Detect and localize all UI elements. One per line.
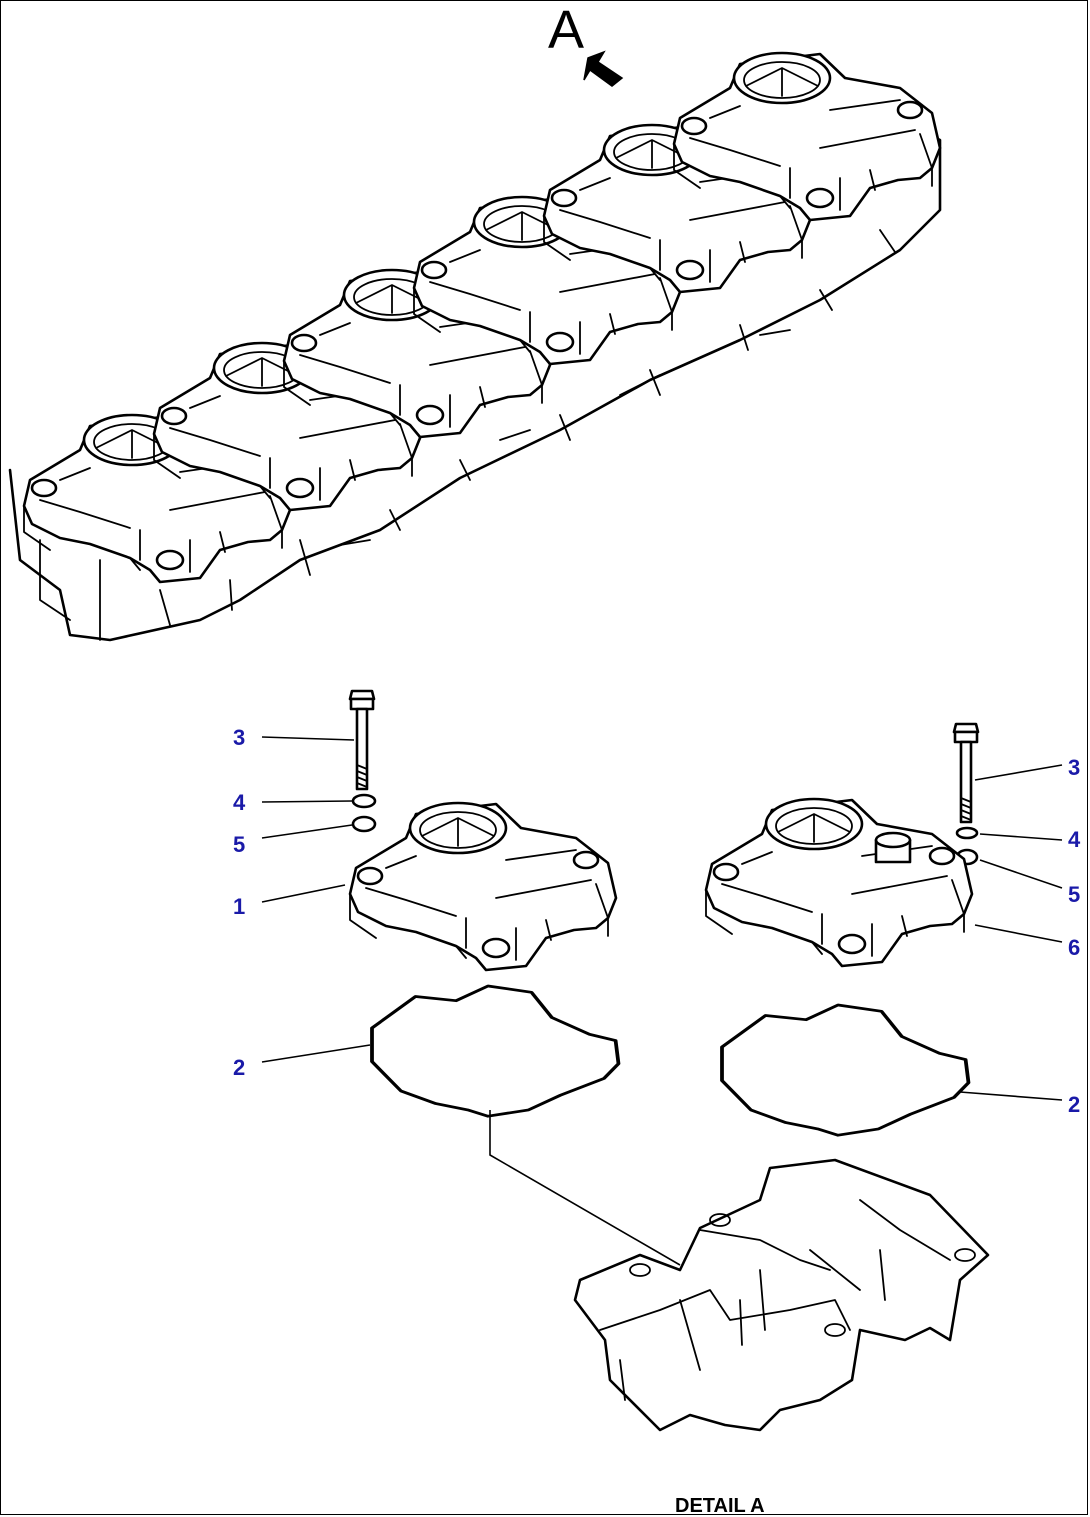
gasket-right — [720, 1003, 971, 1138]
callout-right-6: 6 — [1068, 935, 1080, 960]
bolt-right — [952, 722, 980, 824]
cover-left — [348, 801, 618, 972]
washer-left — [351, 793, 377, 809]
callout-left-2: 2 — [233, 1055, 245, 1080]
cover-right — [704, 797, 974, 968]
cylinder-head-seat — [573, 1158, 990, 1432]
callout-right-4: 4 — [1068, 827, 1081, 852]
callout-left-1: 1 — [233, 894, 245, 919]
filler-neck — [874, 831, 912, 864]
leader-lines — [261, 736, 1063, 1101]
gasket-left — [370, 984, 621, 1119]
view-marker: A — [548, 0, 624, 87]
callout-right-3: 3 — [1068, 755, 1080, 780]
detail-caption: DETAIL A — [675, 1495, 765, 1517]
callout-left-4: 4 — [233, 790, 246, 815]
seal-left — [351, 815, 377, 833]
alignment-line — [489, 1110, 681, 1266]
view-arrow-icon — [583, 50, 624, 87]
callout-right-5: 5 — [1068, 882, 1080, 907]
callout-left-3: 3 — [233, 725, 245, 750]
washer-right — [955, 826, 979, 840]
engine-head-assembly — [8, 51, 942, 642]
callouts-left: 3 4 5 1 2 — [233, 725, 246, 1080]
detail-right-group — [704, 722, 980, 1138]
callout-left-5: 5 — [233, 832, 245, 857]
callouts-right: 3 4 5 6 2 — [1068, 755, 1081, 1117]
detail-left-group — [348, 689, 621, 1119]
callout-right-2: 2 — [1068, 1092, 1080, 1117]
view-marker-label: A — [548, 0, 584, 60]
